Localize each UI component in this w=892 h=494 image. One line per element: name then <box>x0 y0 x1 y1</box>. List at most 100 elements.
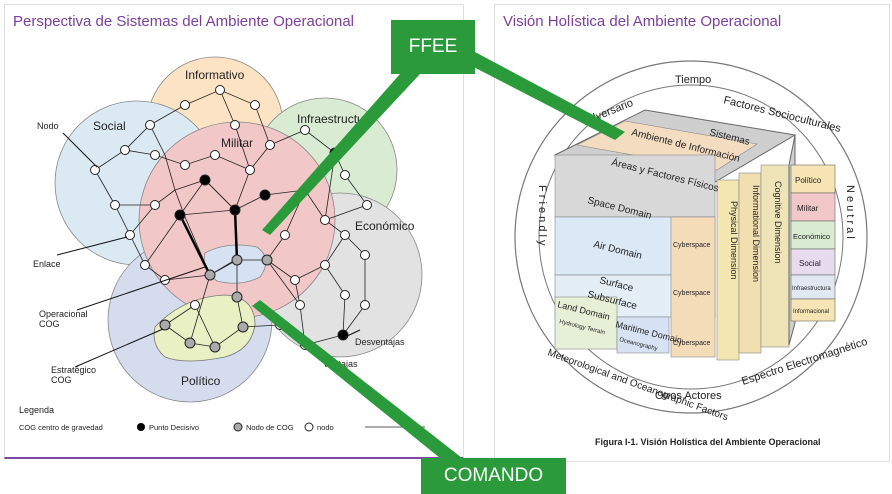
pmesii-infraestructura-label: Infraestructura <box>792 286 831 292</box>
label-ventajas: Ventajas <box>323 359 358 369</box>
legend-decisive-point-icon <box>137 423 145 431</box>
decisive-point-node <box>174 209 186 221</box>
left-panel-title: Perspectiva de Sistemas del Ambiente Ope… <box>13 13 355 30</box>
circle-label-informativo: Informativo <box>185 68 245 82</box>
label-enlace: Enlace <box>33 259 61 269</box>
pmesii-politico-label: Político <box>795 176 822 185</box>
node <box>90 165 100 175</box>
network-strong-link <box>178 214 212 276</box>
space-domain-block <box>554 154 716 218</box>
strategic-cog-area <box>153 294 256 362</box>
cube-cyberspace: Cyberspace <box>673 290 710 297</box>
cube-cognitive: Cognitive Dimension <box>773 181 783 264</box>
node <box>300 340 310 350</box>
pmesii-social <box>790 248 836 276</box>
land-domain-block <box>554 296 618 350</box>
node <box>290 275 300 285</box>
ring-neutral: N e u t r a l <box>844 185 856 239</box>
legend-title: Legenda <box>19 405 54 415</box>
pmesii-militar-label: Militar <box>797 204 819 213</box>
node <box>180 160 190 170</box>
ring-friendly: F r i e n d l y <box>536 185 548 246</box>
label-desventajas: Desventajas <box>355 337 405 347</box>
legend-cog: COG centro de gravedad <box>19 423 103 432</box>
decisive-point-node <box>199 174 211 186</box>
cognitive-dimension <box>760 164 790 348</box>
node <box>340 290 350 300</box>
pmesii-informacional-label: Informacional <box>793 309 829 315</box>
comando-callout: COMANDO <box>421 458 566 494</box>
circle-label-social: Social <box>93 119 126 133</box>
decisive-point-node <box>337 329 349 341</box>
pmesii-militar <box>790 192 836 222</box>
node <box>145 120 155 130</box>
node <box>180 100 190 110</box>
node <box>230 120 240 130</box>
node <box>120 145 130 155</box>
cube-cyberspace: Cyberspace <box>673 340 710 347</box>
node <box>150 200 160 210</box>
node <box>250 100 260 110</box>
circle-label-economico: Económico <box>355 219 415 233</box>
node <box>265 140 275 150</box>
circle-label-infraestructura: Infraestructura <box>297 112 375 126</box>
decisive-point-node <box>229 204 241 216</box>
node <box>215 85 225 95</box>
cog-node <box>231 254 243 266</box>
node <box>360 250 370 260</box>
node <box>340 170 350 180</box>
pmesii-list <box>790 164 836 322</box>
cog-node <box>159 319 171 331</box>
legend-node-icon <box>304 422 314 432</box>
node <box>360 300 370 310</box>
decisive-point-node <box>329 147 341 159</box>
node <box>245 165 255 175</box>
pmesii-infraestructura <box>790 274 836 300</box>
pmesii-politico <box>790 164 836 194</box>
cube-cyberspace: Cyberspace <box>673 242 710 249</box>
ffee-callout: FFEE <box>391 20 475 74</box>
pmesii-informacional <box>790 298 836 322</box>
pmesii-economico-label: Económico <box>793 232 830 241</box>
node <box>362 200 372 210</box>
node <box>275 320 285 330</box>
cube-informational: Informational Dimension <box>751 185 761 282</box>
circle-label-politico: Político <box>181 374 221 388</box>
ring-tiempo: Tiempo <box>675 74 711 86</box>
node <box>340 230 350 240</box>
cog-node <box>231 291 243 303</box>
cyberspace-column <box>670 216 716 358</box>
legend-cog-node-icon <box>233 422 243 432</box>
ring-otros-actores: Otros Actores <box>655 390 722 402</box>
node <box>140 260 150 270</box>
label-nodo: Nodo <box>37 121 59 131</box>
holistic-cube-diagram: Tiempo Factores Socioculturales Adversar… <box>514 60 869 447</box>
right-panel-title: Visión Holística del Ambiente Operaciona… <box>503 13 782 30</box>
circle-label-militar: Militar <box>221 136 253 150</box>
cube-physical: Physical Dimension <box>729 201 739 280</box>
node <box>300 185 310 195</box>
cog-node <box>184 337 196 349</box>
figure-caption: Figura I-1. Visión Holística del Ambient… <box>595 437 821 447</box>
decisive-point-node <box>259 189 271 201</box>
holistic-view-panel: Visión Holística del Ambiente Operaciona… <box>494 4 890 462</box>
legend-nodo-cog: Nodo de COG <box>246 423 294 432</box>
node <box>125 230 135 240</box>
node <box>280 230 290 240</box>
node <box>320 260 330 270</box>
legend-nodo: nodo <box>317 423 334 432</box>
cog-node <box>204 269 216 281</box>
cog-node <box>261 254 273 266</box>
node <box>150 150 160 160</box>
network-strong-link <box>233 209 239 261</box>
maritime-domain-block <box>616 316 670 354</box>
node <box>210 150 220 160</box>
cog-node <box>237 321 249 333</box>
cog-node <box>209 341 221 353</box>
node <box>110 200 120 210</box>
node <box>295 300 305 310</box>
node <box>320 215 330 225</box>
pmesii-social-label: Social <box>799 259 821 268</box>
